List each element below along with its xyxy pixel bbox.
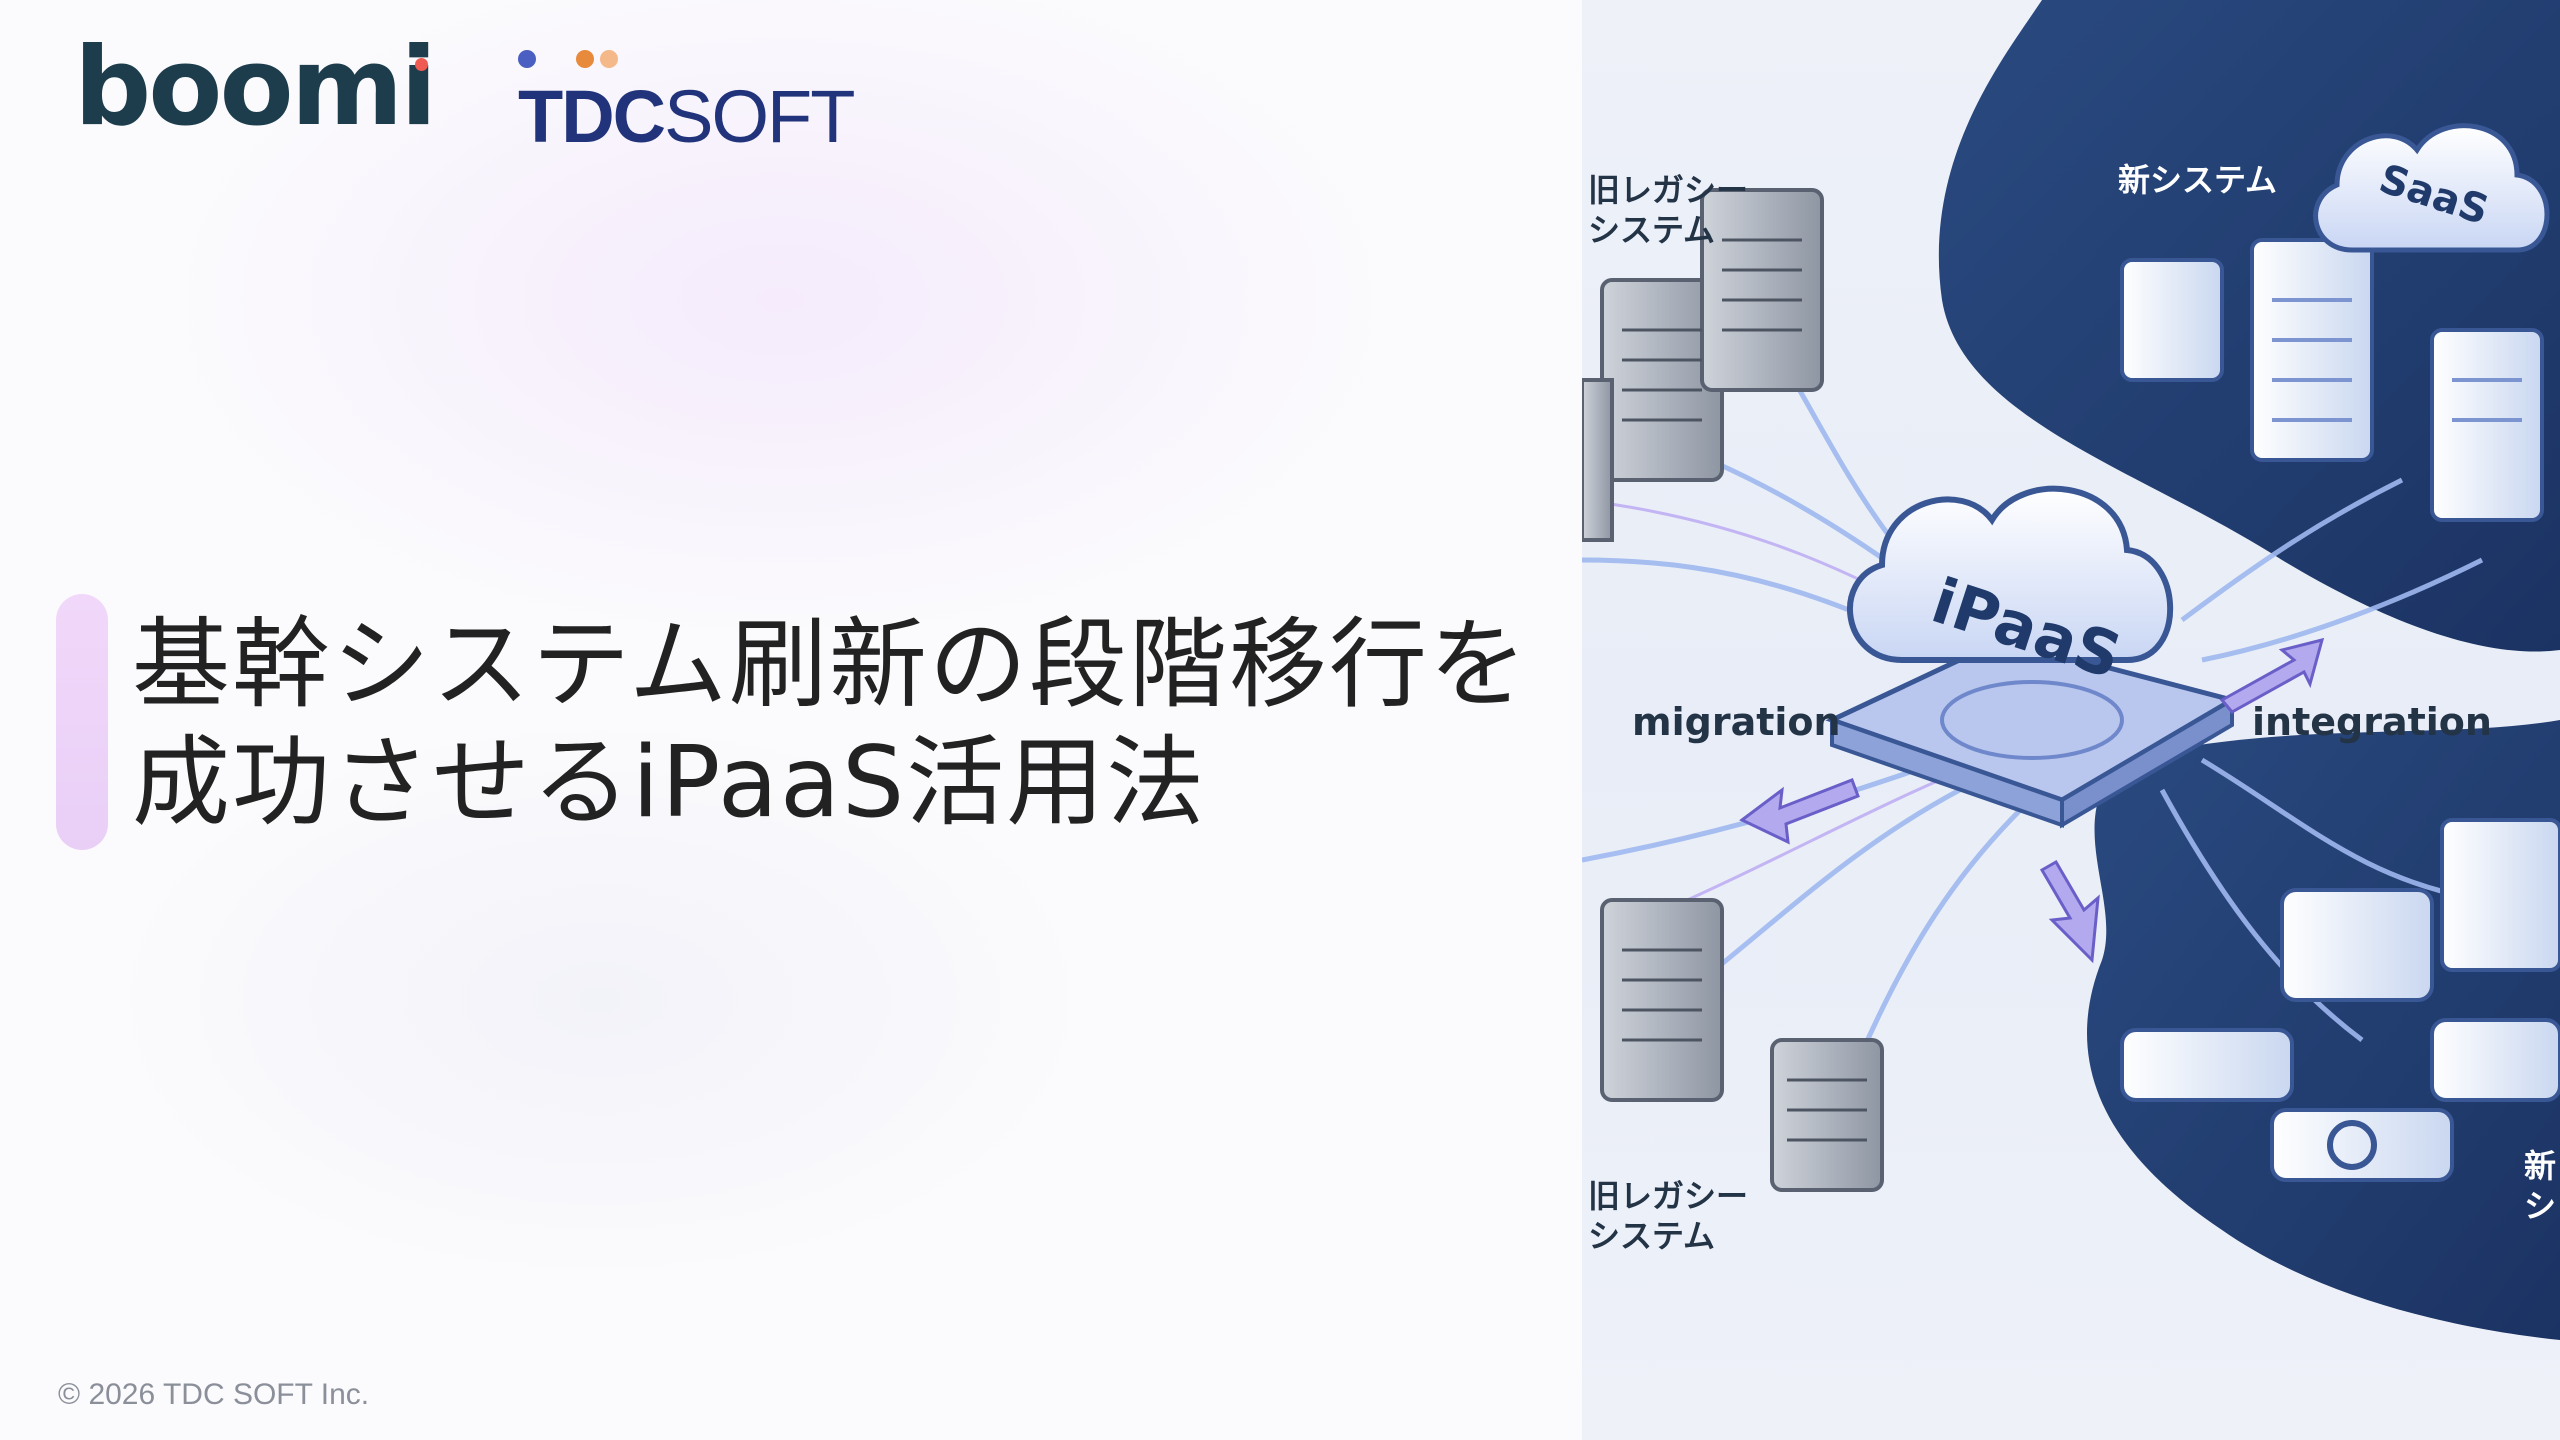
tdcsoft-logo-light: SOFT [664,75,855,158]
tdcsoft-logo-bold: TDC [518,75,666,158]
gear-icon [2327,1120,2377,1170]
legacy-system-label-top: 旧レガシー システム [1588,170,1748,250]
new-system-label-bottom: 新 シ [2524,1146,2556,1226]
migration-label: migration [1632,700,1841,744]
copyright-text: © 2026 TDC SOFT Inc. [58,1378,370,1411]
new-bottom-line1: 新 [2524,1147,2557,1185]
slide-title-line2: 成功させるiPaaS活用法 [132,726,1207,840]
slide-title-line1: 基幹システム刷新の段階移行を [132,608,1530,722]
title-accent-bar [56,594,108,850]
legacy-top-line1: 旧レガシー [1588,171,1749,209]
legacy-bottom-line2: システム [1588,1217,1716,1255]
tdcsoft-logo: TDCSOFT [518,50,878,154]
tdcsoft-dot-blue [518,50,536,68]
legacy-servers-bottom [1600,898,1884,1192]
new-servers-top [2120,238,2544,522]
tdcsoft-dot-peach [600,50,618,68]
boomi-logo: boomi [74,34,437,142]
new-system-label-top: 新システム [2118,161,2278,199]
new-bottom-line2: シ [2524,1187,2557,1225]
ipaas-illustration: 旧レガシー システム 旧レガシー システム 新システム 新 シ SaaS iPa… [1582,0,2560,1440]
legacy-top-line2: システム [1588,211,1716,249]
slide-left-panel: boomi TDCSOFT 基幹システム刷新の段階移行を 成功させるiPaaS活… [0,0,1582,1440]
legacy-servers-top [1582,188,1824,542]
boomi-logo-text: boomi [74,25,437,150]
legacy-bottom-line1: 旧レガシー [1588,1177,1749,1215]
tdcsoft-logo-text: TDCSOFT [518,80,855,154]
ipaas-illustration-graphic [1582,0,2560,1340]
saas-cloud [2313,123,2550,253]
flow-arrows [1739,637,2325,964]
ipaas-hub [1825,485,2239,829]
integration-label: integration [2252,700,2492,744]
tdcsoft-dot-orange [576,50,594,68]
legacy-system-label-bottom: 旧レガシー システム [1588,1176,1748,1256]
boomi-logo-dot [415,58,429,71]
slide-title: 基幹システム刷新の段階移行を 成功させるiPaaS活用法 [132,606,1572,842]
new-servers-bottom [2120,818,2560,1182]
